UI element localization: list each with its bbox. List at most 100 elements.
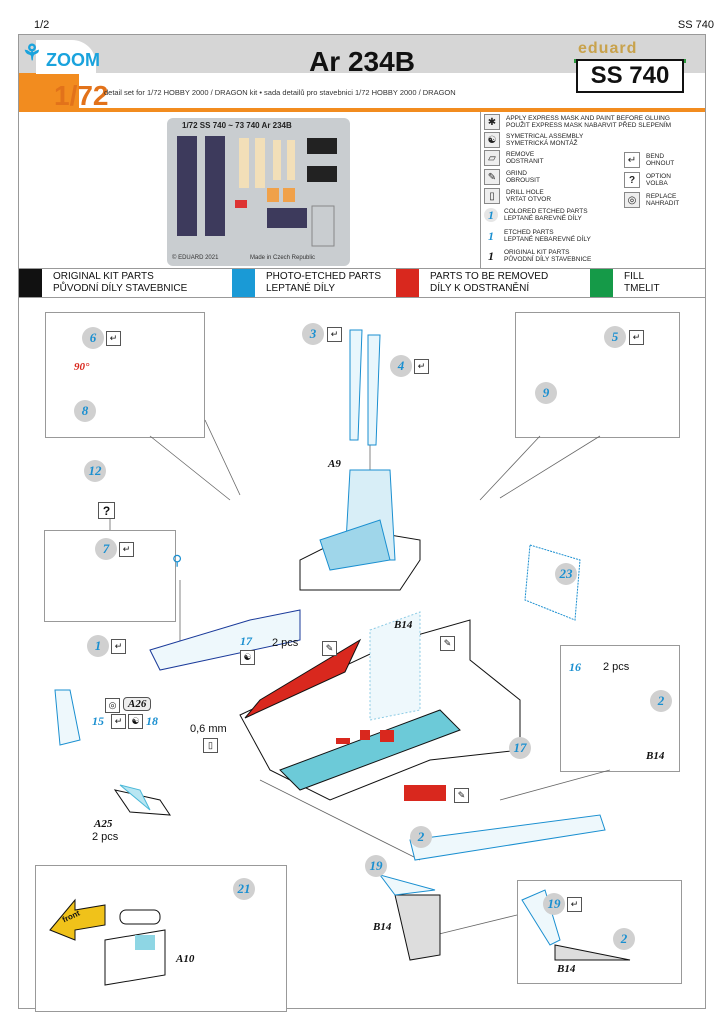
key-en: ORIGINAL KIT PARTS <box>53 271 154 282</box>
swatch-photo-etched <box>232 269 255 297</box>
callout-2-panel: 2 <box>613 928 635 950</box>
grind-icon: ✎ <box>440 636 455 651</box>
legend-en: DRILL HOLE <box>506 189 544 196</box>
bend-icon: ↵ <box>414 359 429 374</box>
scale-label: 1/72 <box>54 80 109 111</box>
grind-icon: ✎ <box>484 169 500 185</box>
part-b14-edge-label: B14 <box>373 921 392 933</box>
fret-part-11 <box>307 166 337 182</box>
etched-icon: 1 <box>488 228 494 243</box>
front-arrow <box>49 898 106 941</box>
throttle-box <box>104 909 166 986</box>
seat-belt-3 <box>349 329 363 441</box>
legend-cz: PŮVODNÍ DÍLY STAVEBNICE <box>504 256 592 263</box>
replace-icon: ◎ <box>105 698 120 713</box>
legend-cz: VOLBA <box>646 180 668 187</box>
angle-label: 90° <box>74 361 90 373</box>
callout-17: 17 <box>509 737 531 759</box>
colored-etched-icon: 1 <box>484 208 498 222</box>
lever-part-12: ⚲ <box>172 552 182 568</box>
fret-part-5 <box>273 140 281 180</box>
legend-en: SYMETRICAL ASSEMBLY <box>506 133 584 140</box>
option-icon: ? <box>624 172 640 188</box>
callout-2-detail: 2 <box>650 690 672 712</box>
part-18-label: 18 <box>146 714 158 728</box>
detail-box-console <box>515 312 680 438</box>
legend-cz: SYMETRICKÁ MONTÁŽ <box>506 140 578 147</box>
page-title: Ar 234B <box>309 46 415 77</box>
callout-21: 21 <box>233 878 255 900</box>
callout-4: 4 <box>390 355 412 377</box>
detail-box-nose <box>45 312 205 438</box>
fret-art <box>177 136 337 247</box>
part-a25-label: A25 <box>94 818 113 830</box>
panel-edge-19 <box>378 874 441 961</box>
legend-en: GRIND <box>506 170 527 177</box>
fret-part-3 <box>239 138 249 188</box>
fret-part-22 <box>267 208 307 228</box>
header-divider <box>19 108 705 112</box>
fret-part-9 <box>283 188 295 202</box>
callout-9: 9 <box>535 382 557 404</box>
part-b14-label: B14 <box>394 619 413 631</box>
bend-icon: ↵ <box>119 542 134 557</box>
callout-12: 12 <box>84 460 106 482</box>
callout-3: 3 <box>302 323 324 345</box>
rabbit-logo-icon: ⚘ <box>22 40 42 65</box>
fret-made-in: Made in Czech Republic <box>250 255 316 261</box>
part-a25-qty: 2 pcs <box>92 831 119 843</box>
set-code: SS 740 <box>576 59 684 93</box>
callout-5: 5 <box>604 326 626 348</box>
part-a26-label: A26 <box>123 697 152 711</box>
part-a10-label: A10 <box>176 953 195 965</box>
key-en: PHOTO-ETCHED PARTS <box>266 271 382 282</box>
key-cz: TMELIT <box>624 283 660 294</box>
callout-7: 7 <box>95 538 117 560</box>
callout-23: 23 <box>555 563 577 585</box>
drill-icon: ▯ <box>203 738 218 753</box>
legend-cz: OBROUSIT <box>506 177 540 184</box>
legend-mask: ✱ APPLY EXPRESS MASK AND PAINT BEFORE GL… <box>484 114 671 130</box>
legend-en: REMOVE <box>506 151 535 158</box>
callout-6: 6 <box>82 327 104 349</box>
rudder-pedals <box>113 784 171 816</box>
star-mask-icon: ✱ <box>484 114 500 130</box>
page-number: 1/2 <box>34 19 50 31</box>
bend-icon: ↵ <box>111 639 126 654</box>
key-cz: LEPTANÉ DÍLY <box>266 283 336 294</box>
legend-en: ETCHED PARTS <box>504 229 554 236</box>
bend-icon: ↵ <box>624 152 640 168</box>
eduard-logo: eduard <box>578 40 638 57</box>
legend-en: COLORED ETCHED PARTS <box>504 208 588 215</box>
symbol-legend <box>480 112 707 268</box>
bend-icon: ↵ <box>327 327 342 342</box>
legend-cz: NAHRADIT <box>646 200 680 207</box>
zoom-badge <box>36 40 96 74</box>
kit-part-icon: 1 <box>488 248 494 263</box>
part-17-label: 17 <box>240 634 252 648</box>
grind-icon: ✎ <box>322 641 337 656</box>
swatch-remove <box>396 269 419 297</box>
callout-2: 2 <box>410 826 432 848</box>
page-code: SS 740 <box>677 19 714 31</box>
key-en: PARTS TO BE REMOVED <box>430 271 549 282</box>
replace-icon: ◎ <box>624 192 640 208</box>
fret-part-4 <box>255 138 265 188</box>
part-b14-detail-label: B14 <box>646 750 665 762</box>
fret-part-7 <box>235 200 247 208</box>
part-17-qty: 2 pcs <box>272 637 299 649</box>
swatch-kit-parts <box>19 269 42 297</box>
key-cz: DÍLY K ODSTRANĚNÍ <box>430 283 530 294</box>
legend-cz: LEPTANÉ NEBAREVNÉ DÍLY <box>504 236 591 243</box>
callout-19: 19 <box>365 855 387 877</box>
